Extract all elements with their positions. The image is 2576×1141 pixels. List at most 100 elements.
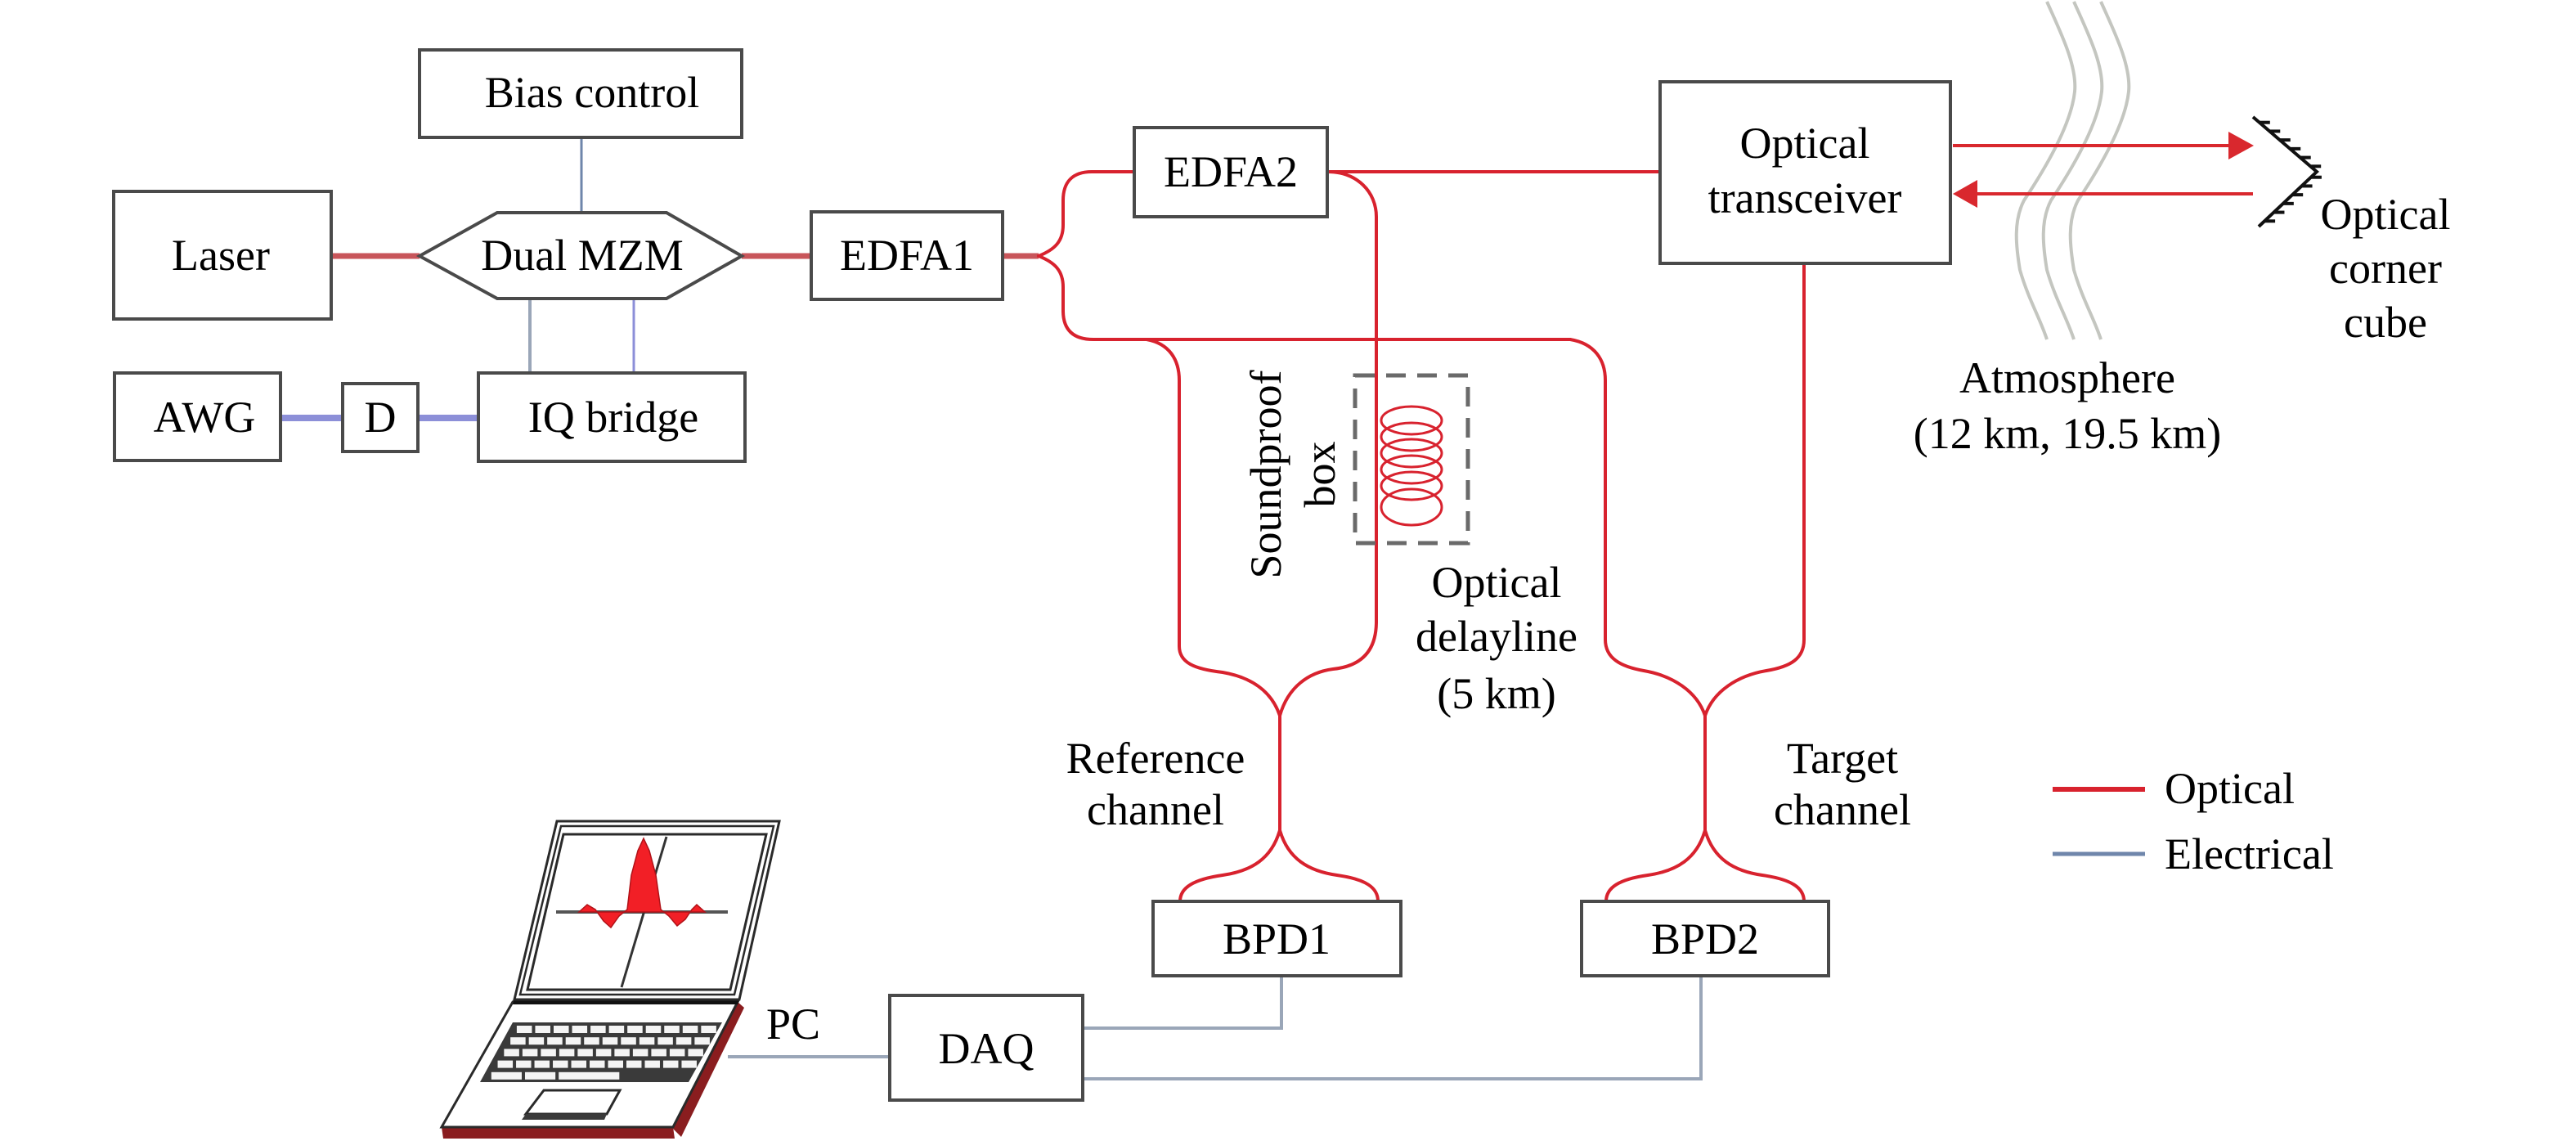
transmit-beam (1953, 132, 2254, 159)
fiber-coil-loop (1380, 438, 1443, 469)
corner-cube-label: Optical corner cube (2321, 190, 2451, 347)
laptop-trackpad (523, 1089, 622, 1116)
keyboard-key (681, 1060, 697, 1068)
keyboard-keys (491, 1026, 716, 1080)
soundproof-label-line2: box (1295, 442, 1344, 508)
keyboard-key (657, 1037, 673, 1045)
laser-box: Laser (112, 190, 333, 321)
keyboard-key (516, 1026, 532, 1033)
iq-bridge-label: IQ bridge (528, 393, 698, 442)
reference-local-fiber (1145, 338, 1281, 717)
target-channel-label: Target channel (1774, 734, 1911, 834)
fiber-coil-loop (1380, 421, 1443, 452)
laptop-front-lip (442, 1127, 675, 1139)
keyboard-key (694, 1037, 710, 1045)
keyboard-key (614, 1049, 630, 1057)
iq-bridge-box: IQ bridge (477, 371, 747, 463)
keyboard-key (559, 1049, 575, 1057)
keyboard-key (547, 1037, 563, 1045)
atmosphere-wave-3 (2068, 1, 2131, 340)
keyboard-key (535, 1026, 550, 1033)
laptop-side-lip (673, 1002, 744, 1137)
awg-box: AWG (113, 371, 282, 462)
atmosphere-wave-1 (2014, 1, 2077, 340)
atmosphere-label: Atmosphere (12 km, 19.5 km) (1914, 353, 2221, 458)
keyboard-key (675, 1037, 692, 1045)
bpd2-to-daq-wire (1083, 976, 1703, 1080)
laptop-screen-bezel (518, 824, 775, 996)
target-coupler-out2 (1703, 829, 1806, 903)
corner-cube-label-line3: cube (2344, 298, 2427, 347)
delayline-label-line3: (5 km) (1437, 669, 1555, 718)
reference-label-line1: Reference (1066, 734, 1245, 783)
atmosphere-label-line2: (12 km, 19.5 km) (1914, 409, 2221, 458)
laptop-trackpad-buttons (522, 1114, 607, 1120)
bpd1-box: BPD1 (1151, 900, 1402, 977)
atmosphere-wave-2 (2041, 1, 2104, 340)
keyboard-key (608, 1026, 625, 1033)
keyboard-key (632, 1049, 648, 1057)
soundproof-dashed-box (1353, 373, 1470, 546)
corner-cube-label-line2: corner (2329, 244, 2442, 293)
bpd2-label: BPD2 (1651, 914, 1759, 964)
electrical-paths (280, 137, 1703, 1080)
delayline-label: Optical delayline (5 km) (1416, 558, 1577, 718)
screen-correlation-peak (577, 837, 707, 929)
soundproof-label-line1: Soundproof (1241, 370, 1290, 578)
daq-label: DAQ (939, 1024, 1034, 1073)
keyboard-key (639, 1037, 655, 1045)
soundproof-enclosure (1353, 373, 1470, 546)
delay-box: D (341, 382, 420, 453)
keyboard-key (504, 1049, 519, 1057)
keyboard-key (524, 1071, 556, 1080)
keyboard-key (491, 1071, 522, 1080)
keyboard-key (590, 1060, 605, 1068)
target-local-fiber (1568, 338, 1707, 717)
reference-channel-label: Reference channel (1066, 734, 1245, 834)
keyboard-key (559, 1071, 620, 1080)
legend-electrical-label: Electrical (2165, 829, 2334, 878)
arrow-left-icon (1953, 180, 1977, 208)
delayline-label-line2: delayline (1416, 612, 1577, 661)
bpd1-to-daq-wire (1083, 976, 1283, 1030)
keyboard-key (645, 1026, 662, 1033)
keyboard-key (627, 1026, 643, 1033)
keyboard-key (553, 1026, 569, 1033)
transceiver-label-line2: transceiver (1708, 173, 1902, 222)
bpd1-label: BPD1 (1223, 914, 1331, 964)
keyboard-key (626, 1060, 642, 1068)
laptop-icon (439, 820, 781, 1139)
fiber-coil-icon (1380, 405, 1443, 527)
splitter-lower-branch (1037, 254, 1572, 341)
keyboard-key (510, 1037, 526, 1045)
reference-coupler (1178, 714, 1281, 903)
soundproof-label: Soundproof box (1241, 370, 1344, 578)
keyboard-key (664, 1026, 680, 1033)
keyboard-key (541, 1049, 556, 1057)
reference-coupler-out2 (1278, 829, 1380, 903)
keyboard-key (528, 1037, 545, 1045)
optical-paths (331, 170, 1806, 903)
keyboard-key (595, 1049, 612, 1057)
atmosphere-label-line1: Atmosphere (1959, 353, 2175, 402)
keyboard-key (590, 1026, 606, 1033)
edfa1-label: EDFA1 (840, 231, 974, 280)
dual-mzm-label: Dual MZM (481, 231, 683, 280)
delay-label: D (365, 393, 397, 442)
keyboard-key (572, 1026, 588, 1033)
arrow-right-icon (2228, 132, 2254, 159)
keyboard-key (577, 1049, 593, 1057)
edfa2-label: EDFA2 (1164, 147, 1298, 196)
fiber-coil-loop (1380, 405, 1443, 436)
delayline-fiber (1278, 170, 1378, 717)
bpd2-box: BPD2 (1580, 900, 1830, 977)
edfa1-box: EDFA1 (810, 210, 1004, 301)
bias-control-label: Bias control (485, 68, 699, 117)
edfa2-box: EDFA2 (1133, 126, 1329, 218)
keyboard-key (534, 1060, 550, 1068)
target-label-line2: channel (1774, 785, 1911, 834)
fiber-coil-loop (1380, 470, 1443, 501)
keyboard-key (621, 1037, 636, 1045)
delayline-label-line1: Optical (1432, 558, 1562, 607)
